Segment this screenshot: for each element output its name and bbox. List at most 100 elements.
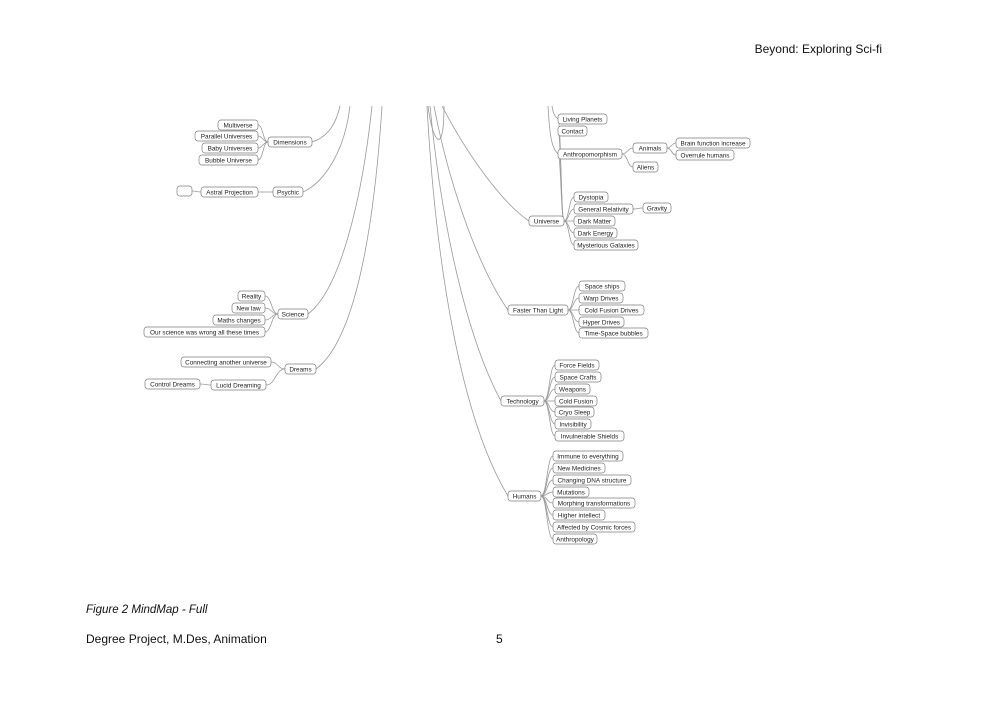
node-contact-box	[557, 125, 588, 137]
node-dna: Changing DNA structure	[552, 474, 632, 486]
node-coldfusion-box	[554, 395, 598, 407]
node-coldfusiondrives-label: Cold Fusion Drives	[585, 307, 639, 314]
node-blank	[176, 185, 193, 197]
node-brain: Brain function increase	[675, 137, 751, 149]
link-ftl-warp	[567, 297, 580, 311]
node-shields-box	[554, 430, 625, 442]
link-control-lucid	[199, 383, 212, 386]
node-multiverse: Multiverse	[217, 119, 259, 131]
link-humans-cosmic	[540, 495, 554, 528]
node-dna-box	[552, 474, 632, 486]
node-dystopia-label: Dystopia	[579, 194, 604, 201]
node-lucid-box	[210, 379, 267, 391]
node-dreams-box	[284, 363, 317, 375]
node-multiverse-label: Multiverse	[223, 122, 253, 129]
node-cosmic: Affected by Cosmic forces	[552, 521, 636, 533]
node-animals: Animals	[632, 142, 668, 154]
node-intellect-box	[552, 509, 606, 521]
node-aliens: Aliens	[632, 161, 659, 173]
node-ftl: Faster Than Light	[507, 304, 569, 316]
node-ftl-box	[507, 304, 569, 316]
node-anthro-box	[557, 148, 623, 160]
node-morphing-label: Morphing transformations	[558, 500, 630, 507]
node-darkmatter-box	[573, 215, 616, 227]
node-astral: Astral Projection	[200, 186, 259, 198]
node-humans-label: Humans	[513, 493, 537, 500]
node-bubble-box	[198, 154, 259, 166]
link-technology-shields	[543, 400, 556, 437]
node-wrong-box	[143, 326, 266, 338]
link-anthro-aliens	[621, 153, 634, 168]
node-immune-label: Immune to everything	[557, 453, 619, 460]
link-lucid-dreams	[265, 368, 286, 386]
node-hyper-box	[578, 316, 625, 328]
node-morphing: Morphing transformations	[552, 497, 636, 509]
link-animals-brain	[666, 142, 677, 149]
node-immune-box	[552, 450, 624, 462]
node-coldfusiondrives: Cold Fusion Drives	[578, 304, 645, 316]
node-contact-label: Contact	[561, 128, 583, 135]
link-ftl-timespace	[567, 309, 580, 334]
node-morphing-box	[552, 497, 636, 509]
node-bubble: Bubble Universe	[198, 154, 259, 166]
branch-dreams	[315, 105, 383, 370]
node-reality-box	[237, 290, 266, 302]
link-animals-overrule	[666, 147, 677, 156]
node-anthropology-box	[552, 533, 598, 545]
node-baby-label: Baby Universes	[208, 145, 253, 152]
node-living: Living Planets	[557, 113, 608, 125]
link-ftl-spaceships	[567, 285, 580, 311]
branch-technology	[429, 105, 502, 402]
branch-psychic	[302, 105, 351, 193]
node-maths-label: Maths changes	[217, 317, 260, 324]
branch-ftl	[433, 105, 509, 311]
link-wrong-science	[264, 313, 279, 333]
node-cryo: Cryo Sleep	[554, 406, 595, 418]
node-galaxies-box	[573, 239, 639, 251]
node-newlaw-label: New law	[236, 305, 261, 312]
node-newlaw: New law	[231, 302, 266, 314]
link-relativity-gravity	[632, 207, 644, 210]
node-warp-label: Warp Drives	[584, 295, 619, 302]
branch-humans	[426, 105, 509, 497]
node-darkmatter-label: Dark Matter	[578, 218, 612, 225]
link-anthro-animals	[621, 147, 634, 155]
branch-top-a	[427, 105, 445, 140]
node-universe: Universe	[528, 215, 565, 227]
node-anthro-label: Anthropomorphism	[563, 151, 617, 158]
node-spacecrafts-box	[554, 371, 602, 383]
node-baby-box	[201, 142, 259, 154]
node-lucid-label: Lucid Dreaming	[216, 382, 261, 389]
node-overrule: Overrule humans	[675, 149, 735, 161]
node-spaceships: Space ships	[578, 280, 626, 292]
node-aliens-label: Aliens	[637, 164, 654, 171]
footer-program: Degree Project, M.Des, Animation	[86, 632, 267, 646]
link-connecting-dreams	[270, 361, 286, 370]
node-cosmic-box	[552, 521, 636, 533]
node-anthro: Anthropomorphism	[557, 148, 623, 160]
node-brain-box	[675, 137, 751, 149]
node-multiverse-box	[217, 119, 259, 131]
branch-science	[307, 105, 373, 315]
node-darkenergy: Dark Energy	[573, 227, 618, 239]
node-maths: Maths changes	[212, 314, 266, 326]
node-dimensions: Dimensions	[267, 136, 313, 148]
node-coldfusion: Cold Fusion	[554, 395, 598, 407]
node-galaxies-label: Mysterious Galaxies	[577, 242, 635, 249]
node-bubble-label: Bubble Universe	[205, 157, 252, 164]
node-living-box	[557, 113, 608, 125]
node-shields-label: Invulnerable Shields	[561, 433, 619, 440]
branch-anthropomorphism	[547, 105, 559, 155]
node-invisibility-label: Invisibility	[559, 421, 587, 428]
node-darkenergy-label: Dark Energy	[578, 230, 614, 237]
link-humans-anthropology	[540, 495, 554, 540]
node-dna-label: Changing DNA structure	[558, 477, 627, 484]
node-dreams: Dreams	[284, 363, 317, 375]
node-relativity-label: General Relativity	[578, 206, 629, 213]
node-aliens-box	[632, 161, 659, 173]
node-dystopia-box	[573, 191, 609, 203]
node-ftl-label: Faster Than Light	[513, 307, 563, 314]
node-timespace: Time-Space bubbles	[578, 327, 649, 339]
node-connecting-box	[180, 356, 272, 368]
